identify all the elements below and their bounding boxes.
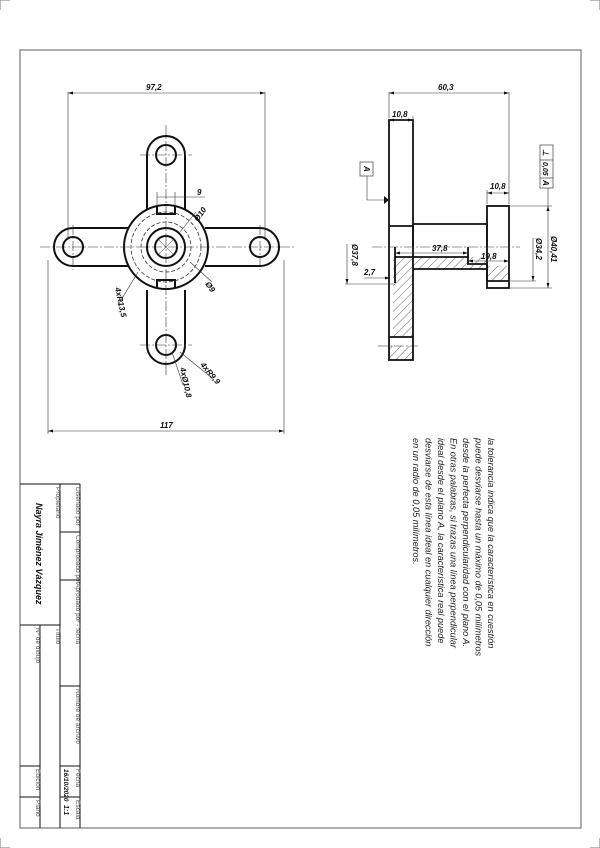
note-line: puede desviarse hasta un máximo de 0,05 … (474, 437, 484, 656)
note-line: En otras palabras, si trazas una línea p… (449, 438, 459, 649)
propietario-value: Nayra Jiménez Vázquez (34, 503, 44, 605)
dim-117: 117 (160, 421, 173, 430)
dim-arm-radius: 4xR9,9 (198, 360, 222, 387)
label-propietario: Propietario (54, 487, 61, 519)
dim-bore-diameter: Ø37,8 (350, 244, 359, 266)
label-aprobado-por: Aprobado por - fecha (74, 583, 81, 644)
fecha-value: 16/10/2020 (62, 769, 69, 802)
title-block: Diseñado por Comprobado por Aprobado por… (20, 483, 81, 828)
datum-label: A (362, 165, 371, 172)
dim-counterbore-diameter: Ø34,2 (534, 238, 543, 260)
note-line: la tolerancia indica que la característi… (486, 438, 496, 648)
tolerance-note: la tolerancia indica que la característi… (411, 437, 496, 656)
dim-hole-diameter: 4xØ10,8 (178, 366, 194, 399)
dim-outer-diameter: Ø40,41 (549, 236, 558, 263)
label-fecha: Fecha (74, 769, 81, 787)
label-titulo: Título (54, 628, 61, 645)
dim-97-2: 97,2 (146, 83, 162, 92)
section-view: A ⊥ 0,05 A 60,3 10,8 10,8 37,8 19,8 2,7 … (345, 83, 558, 361)
label-plano: Plano (34, 800, 41, 817)
label-nombre-archivo: Nombre de archivo (74, 689, 81, 744)
datum-triangle-icon (384, 196, 389, 204)
dim-2-7: 2,7 (363, 268, 376, 277)
note-line: en un radio de 0,05 milímetros. (411, 438, 421, 565)
dim-60-3: 60,3 (438, 83, 454, 92)
note-line: ideal desde el plano A, la característic… (436, 438, 446, 644)
note-line: desviarse de esta línea ideal en cualqui… (424, 438, 434, 646)
tolerance-symbol: ⊥ (541, 149, 550, 156)
escala-value: 1:1 (62, 805, 69, 815)
datum-box (359, 161, 374, 177)
label-disenado-por: Diseñado por (74, 487, 81, 526)
dim-19-8: 19,8 (481, 252, 497, 261)
label-edicion: Edición (34, 769, 41, 791)
dim-slot-9: 9 (197, 188, 202, 197)
dim-hub-diameter: Ø10 (192, 205, 208, 223)
dim-fillet-radius: 4xR13,5 (113, 286, 128, 319)
label-num-dibujo: Nº de dibujo (34, 628, 41, 664)
dim-37-8: 37,8 (432, 244, 448, 253)
tolerance-value: 0,05 (541, 162, 548, 176)
tolerance-datum: A (541, 179, 550, 186)
dim-flange-10-8: 10,8 (392, 110, 408, 119)
front-view: 97,2 117 9 Ø10 Ø9 4xR13,5 4xØ10,8 4xR9,9 (40, 83, 295, 434)
label-escala: Escala (74, 800, 81, 820)
dim-pitch-diameter: Ø9 (203, 280, 217, 294)
drawing-frame (19, 49, 582, 829)
tolerance-frame: ⊥ 0,05 A (539, 144, 554, 189)
label-comprobado-por: Comprobado por (74, 535, 81, 585)
dim-hub-10-8: 10,8 (490, 182, 506, 191)
note-line: desde la perfecta perpendicularidad con … (461, 438, 471, 647)
